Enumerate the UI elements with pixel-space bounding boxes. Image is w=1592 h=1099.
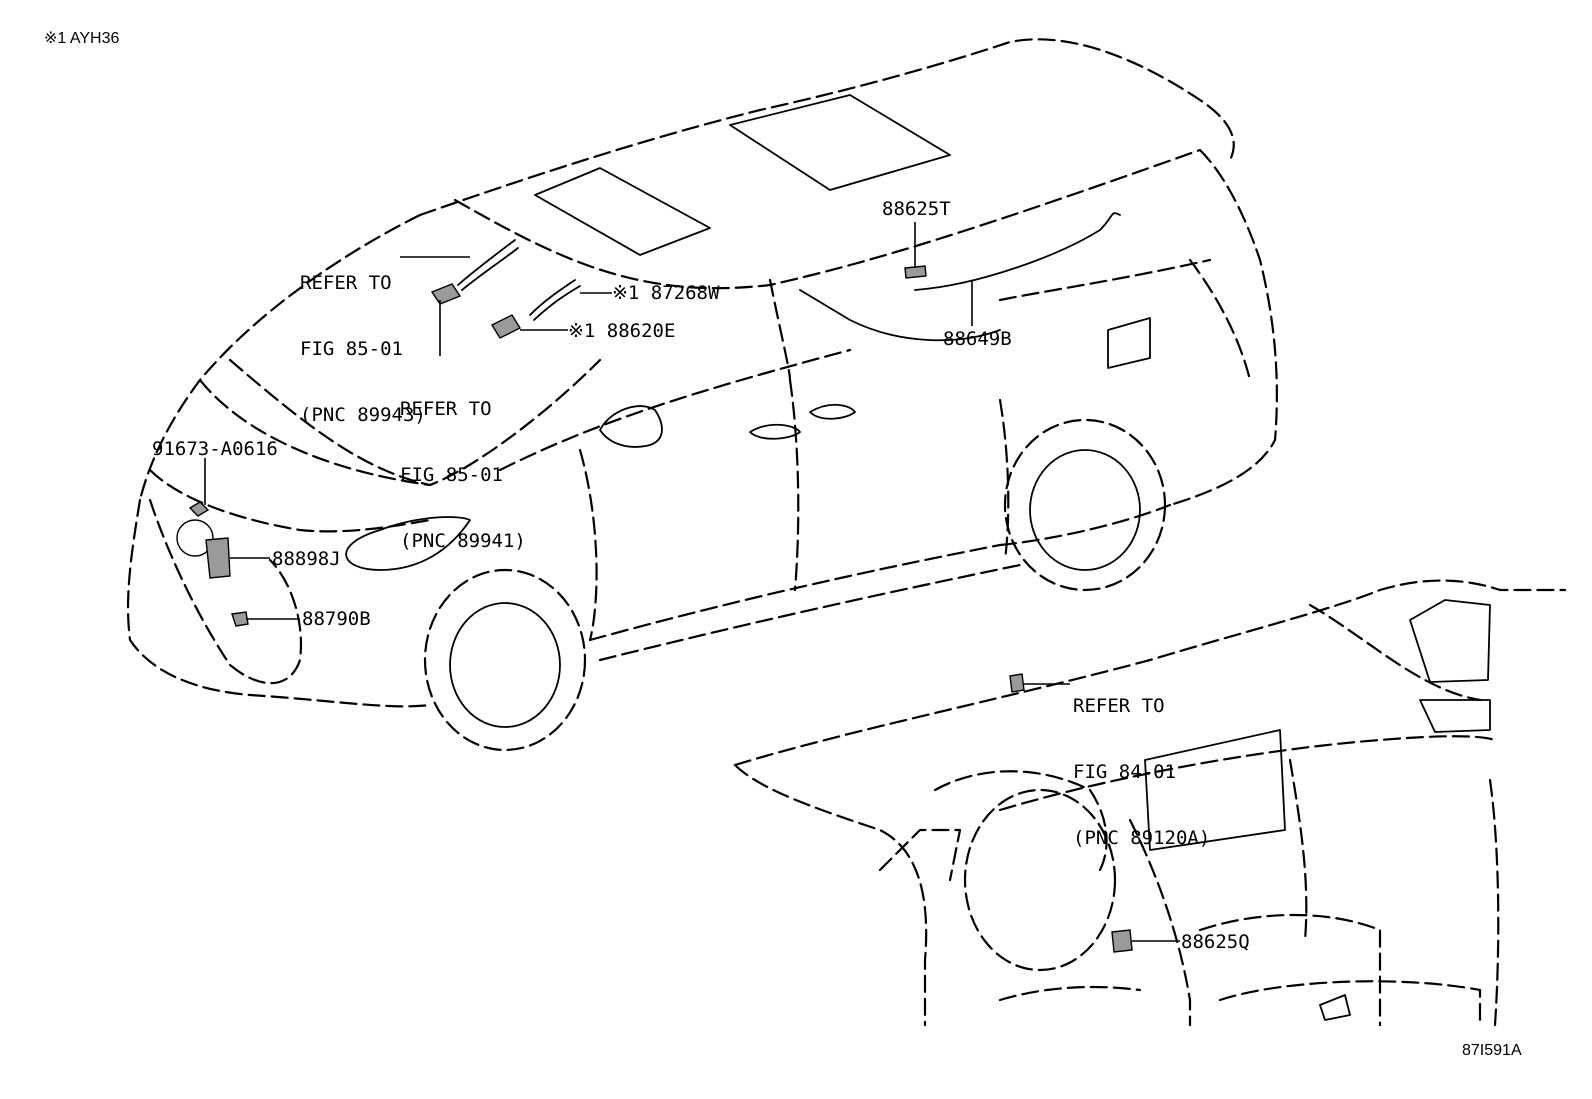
refer-89943-line1: REFER TO xyxy=(300,272,392,294)
refer-89943-callout: REFER TO FIG 85-01 (PNC 89943) xyxy=(300,228,426,448)
refer-89943-line3: (PNC 89943) xyxy=(300,404,426,426)
part-91673-label: 91673-A0616 xyxy=(152,438,278,460)
refer-89120a-line3: (PNC 89120A) xyxy=(1073,827,1211,849)
sensor-88790b-icon xyxy=(231,611,249,627)
cable-87268w xyxy=(529,279,576,316)
sensor-89120a-icon xyxy=(1009,673,1025,693)
refer-89941-line3: (PNC 89941) xyxy=(400,530,526,552)
refer-89941-line2: FIG 85-01 xyxy=(400,464,503,486)
refer-89943-line2: FIG 85-01 xyxy=(300,338,403,360)
part-88625q-label: 88625Q xyxy=(1181,931,1250,953)
smart-key-89943-icon xyxy=(430,283,462,305)
cable-89943 xyxy=(457,239,516,286)
part-shapes xyxy=(188,239,1133,953)
part-87268w-label: ※1 87268W xyxy=(612,282,720,304)
part-88625t-label: 88625T xyxy=(882,198,951,220)
refer-89120a-line2: FIG 84-01 xyxy=(1073,761,1176,783)
antenna-88625q-icon xyxy=(1111,929,1133,953)
refer-89941-line1: REFER TO xyxy=(400,398,492,420)
sensor-88898j-icon xyxy=(205,537,231,579)
figure-id: 87I591A xyxy=(1462,1042,1522,1059)
antenna-88625t-icon xyxy=(904,265,927,279)
refer-89120a-line1: REFER TO xyxy=(1073,695,1165,717)
refer-89120a-callout: REFER TO FIG 84-01 (PNC 89120A) xyxy=(1073,651,1210,871)
vehicle-applicability-note: ※1 AYH36 xyxy=(44,30,120,47)
part-88898j-label: 88898J xyxy=(272,548,341,570)
part-88790b-label: 88790B xyxy=(302,608,371,630)
vehicle-outline xyxy=(126,38,1278,752)
refer-89941-callout: REFER TO FIG 85-01 (PNC 89941) xyxy=(400,354,526,574)
part-88649b-label: 88649B xyxy=(943,328,1012,350)
bolt-91673-icon xyxy=(188,501,210,517)
interior-outline xyxy=(733,579,1567,1027)
leader-lines xyxy=(204,222,1180,942)
smart-key-88620e-icon xyxy=(491,314,521,339)
part-88620e-label: ※1 88620E xyxy=(568,320,676,342)
